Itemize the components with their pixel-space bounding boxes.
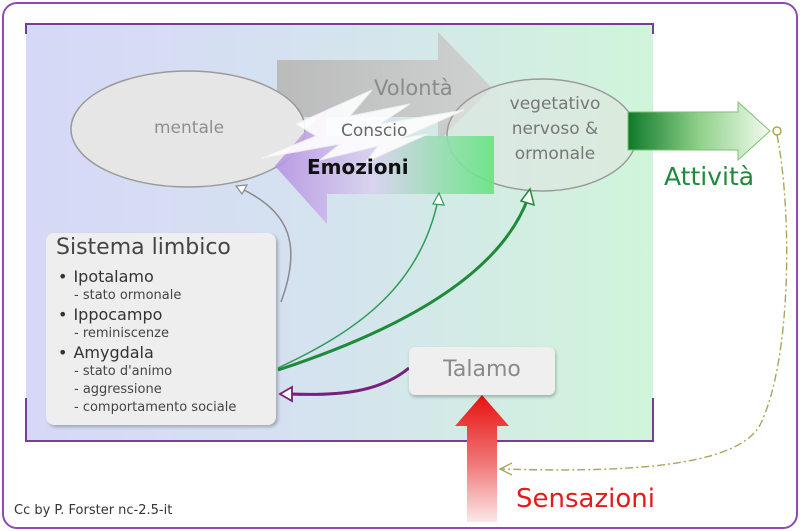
talamo-to-limbic-head	[278, 385, 293, 403]
conscio-label: Conscio	[341, 121, 408, 141]
emozioni-arrow	[275, 106, 494, 224]
limbic-sub-comportamento-sociale: comportamento sociale	[74, 399, 237, 417]
vegetativo-line-3: ormonale	[514, 144, 596, 164]
limbic-sub-stato-ormonale: stato ormonale	[74, 287, 236, 305]
lightning-bolt-icon	[261, 89, 465, 163]
talamo-to-limbic-arrow	[289, 366, 410, 396]
limbic-to-vegetativo-thin-arrow	[277, 199, 439, 369]
talamo-label: Talamo	[443, 357, 521, 382]
feedback-arrowhead	[498, 462, 513, 476]
limbic-sub-reminiscenze: reminiscenze	[74, 325, 236, 343]
sensazioni-arrow	[455, 395, 509, 522]
corner-bracket-bottom	[25, 398, 654, 442]
corner-bracket-top	[25, 23, 654, 34]
attivita-arrow	[627, 100, 771, 162]
feedback-dashed-line	[501, 134, 788, 471]
limbic-to-mentale-arrow	[241, 188, 292, 303]
sistema-limbico-box: Sistema limbico Ipotalamo stato ormonale…	[46, 233, 276, 425]
talamo-box: Talamo	[409, 347, 555, 395]
vegetativo-line-1: vegetativo	[509, 94, 601, 114]
limbic-to-mentale-head	[234, 184, 249, 196]
limbic-item-ippocampo: Ippocampo	[58, 305, 236, 325]
thin-arrow-head	[432, 191, 445, 206]
limbic-item-amygdala: Amygdala	[58, 343, 236, 363]
vegetativo-label: vegetativo nervoso & ormonale	[480, 92, 630, 167]
limbic-item-ipotalamo: Ipotalamo	[58, 267, 236, 287]
credit-text: Cc by P. Forster nc-2.5-it	[14, 503, 173, 518]
thick-arrow-head	[519, 187, 536, 207]
limbic-list: Ipotalamo stato ormonale Ippocampo remin…	[58, 267, 236, 417]
emozioni-label: Emozioni	[307, 155, 409, 179]
circle-dot-icon	[772, 126, 782, 136]
sistema-limbico-title: Sistema limbico	[56, 235, 231, 260]
volonta-label: Volontà	[374, 76, 453, 100]
limbic-sub-aggressione: aggressione	[74, 381, 236, 399]
limbic-to-vegetativo-thick-arrow	[277, 197, 530, 372]
attivita-label: Attività	[664, 162, 755, 191]
limbic-sub-stato-d-animo: stato d'animo	[74, 363, 236, 381]
mentale-label: mentale	[154, 118, 225, 138]
sensazioni-label: Sensazioni	[516, 484, 655, 514]
vegetativo-line-2: nervoso &	[511, 119, 599, 139]
